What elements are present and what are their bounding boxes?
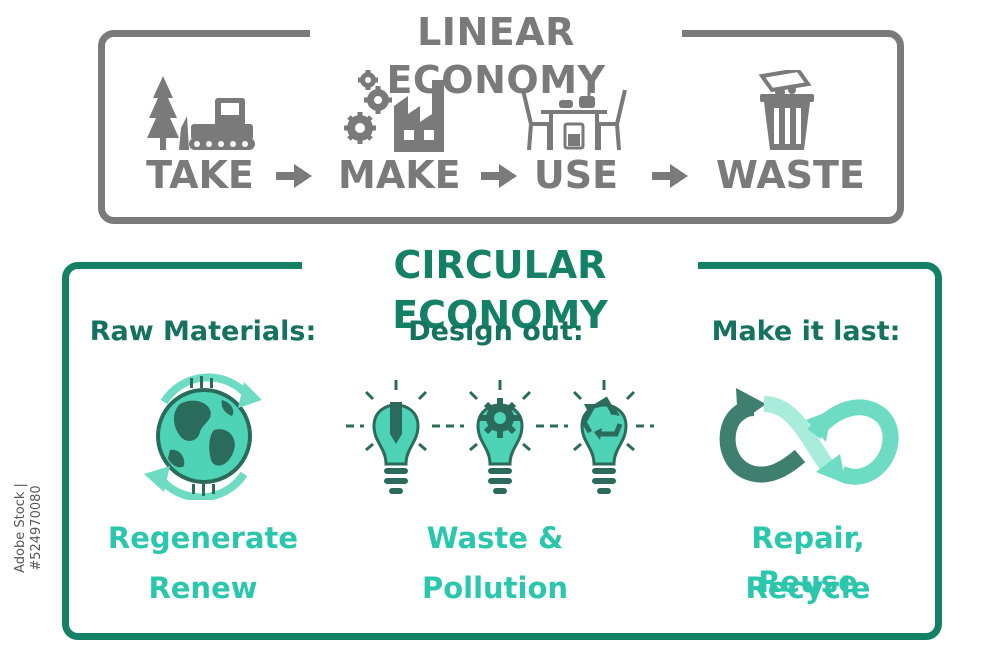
- make-it-last-heading: Make it last:: [711, 316, 901, 347]
- step-use: USE: [533, 153, 619, 197]
- design-out-heading: Design out:: [408, 316, 584, 347]
- arrow-right-icon: [652, 164, 688, 188]
- infinity-arrows-icon: [719, 388, 899, 485]
- globe-cycle-icon: [144, 373, 262, 500]
- table-chairs-icon: [521, 86, 627, 151]
- linear-economy-title: LINEAR ECONOMY: [310, 8, 682, 102]
- arrow-right-icon: [481, 164, 517, 188]
- renew-text: Renew: [148, 571, 258, 605]
- step-take: TAKE: [146, 153, 254, 197]
- tree-bulldozer-icon: [147, 76, 255, 150]
- lightbulbs-icon: [346, 378, 654, 496]
- raw-materials-heading: Raw Materials:: [89, 316, 317, 347]
- trash-can-icon: [758, 70, 814, 150]
- circular-economy-title: CIRCULAR ECONOMY: [302, 240, 698, 337]
- step-waste: WASTE: [716, 153, 865, 197]
- pollution-text: Pollution: [421, 571, 569, 605]
- regenerate-text: Regenerate: [107, 521, 299, 555]
- arrow-right-icon: [276, 164, 312, 188]
- step-make: MAKE: [338, 153, 461, 197]
- recycle-text: Recycle: [745, 571, 871, 605]
- stock-id-label: Adobe Stock | #524970080: [13, 483, 44, 573]
- waste-text: Waste &: [426, 521, 564, 555]
- factory-gears-icon: [344, 70, 444, 152]
- repair-reuse-text: Repair, Reuse: [751, 521, 865, 599]
